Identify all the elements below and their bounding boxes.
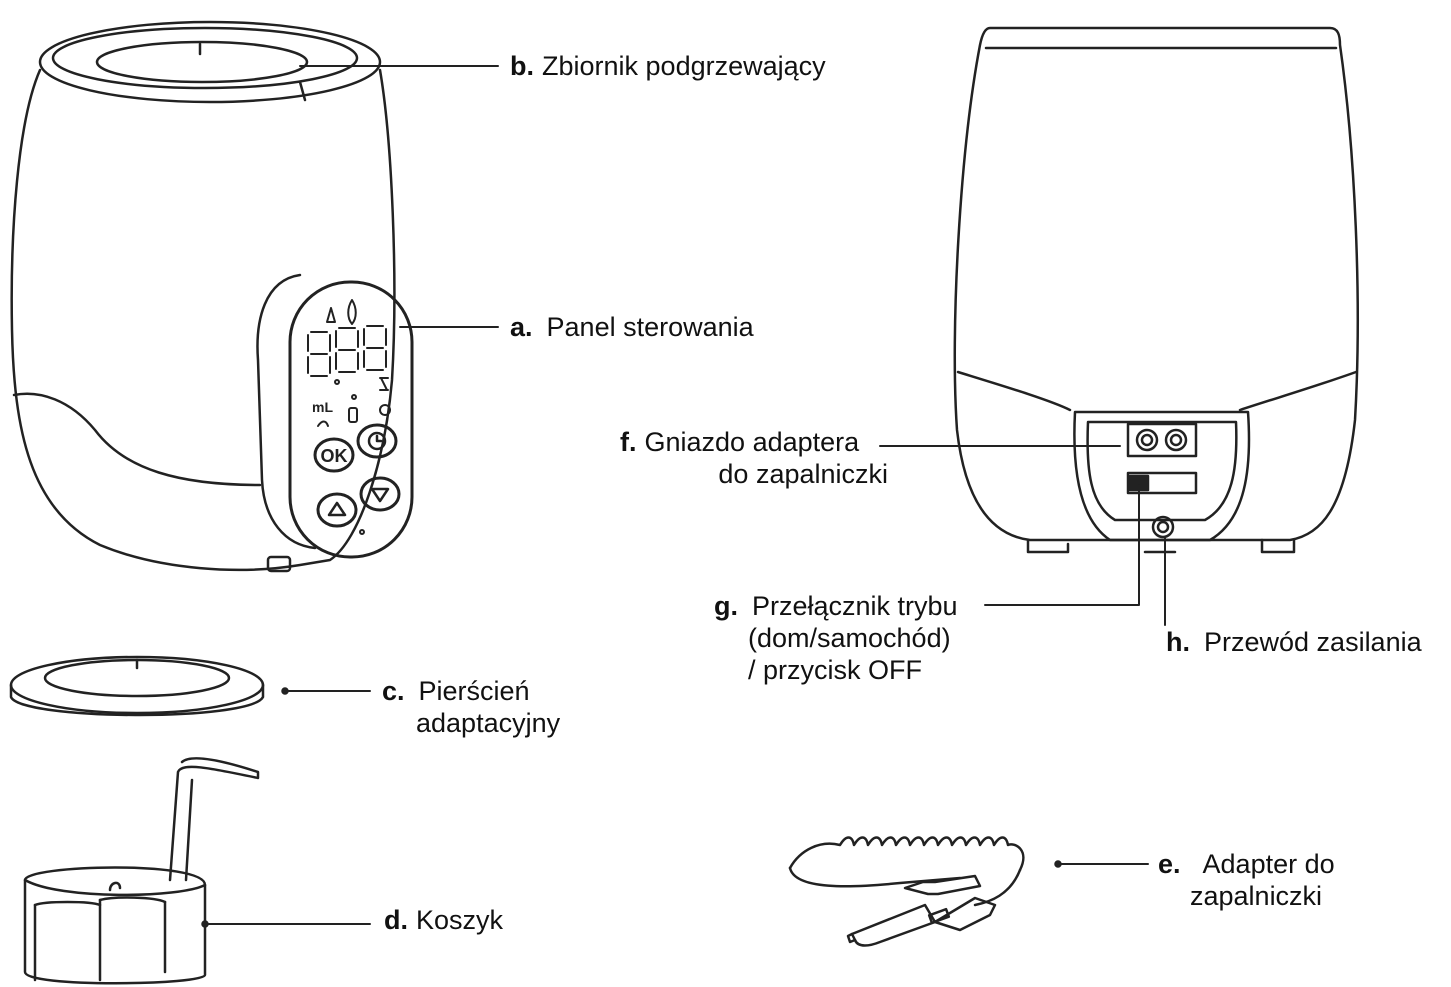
basket-illustration bbox=[23, 757, 260, 985]
label-a-text: Panel sterowania bbox=[546, 312, 754, 342]
label-h-letter: h. bbox=[1166, 627, 1190, 657]
ok-button[interactable]: OK bbox=[313, 437, 355, 473]
label-b-text: Zbiornik podgrzewający bbox=[542, 51, 826, 81]
label-c-line1: Pierścień bbox=[418, 676, 530, 706]
label-f-letter: f. bbox=[620, 427, 637, 457]
adapter-ring-illustration bbox=[9, 655, 265, 717]
warmer-back-illustration bbox=[953, 26, 1359, 554]
label-e-line2: zapalniczki bbox=[1190, 881, 1323, 911]
power-cord-entry bbox=[1151, 515, 1175, 539]
panel-icons: mL bbox=[312, 299, 391, 427]
leader-dot-c bbox=[281, 687, 289, 695]
lighter-adapter-socket bbox=[1126, 422, 1198, 458]
label-c-letter: c. bbox=[382, 676, 405, 706]
label-g: g. Przełącznik trybu (dom/samochód) / prz… bbox=[714, 590, 958, 686]
label-a: a. Panel sterowania bbox=[510, 311, 754, 343]
label-f-line2: do zapalniczki bbox=[718, 459, 888, 489]
bottle-icon bbox=[326, 307, 336, 323]
leader-dot-e bbox=[1054, 860, 1062, 868]
label-c-line2: adaptacyjny bbox=[416, 708, 561, 738]
label-g-line3: / przycisk OFF bbox=[748, 655, 922, 685]
triangle-down-icon bbox=[370, 487, 390, 503]
label-g-line2: (dom/samochód) bbox=[748, 623, 951, 653]
label-e-letter: e. bbox=[1158, 849, 1181, 879]
label-b-letter: b. bbox=[510, 51, 534, 81]
car-adapter-illustration bbox=[788, 836, 1025, 947]
label-f-line1: Gniazdo adaptera bbox=[644, 427, 860, 457]
warmer-front-illustration: mL OK bbox=[10, 20, 414, 573]
down-button[interactable] bbox=[359, 476, 401, 512]
label-d: d. Koszyk bbox=[384, 904, 503, 936]
label-g-line1: Przełącznik trybu bbox=[752, 591, 958, 621]
clock-icon bbox=[367, 431, 387, 451]
seven-segment-display bbox=[307, 325, 387, 377]
leader-dot-d bbox=[201, 920, 209, 928]
triangle-up-icon bbox=[327, 501, 347, 517]
label-e: e. Adapter do zapalniczki bbox=[1158, 848, 1335, 912]
label-b: b. Zbiornik podgrzewający bbox=[510, 50, 826, 82]
label-a-letter: a. bbox=[510, 312, 533, 342]
label-f: f.Gniazdo adaptera do zapalniczki bbox=[620, 426, 888, 490]
label-d-text: Koszyk bbox=[416, 905, 504, 935]
label-c: c. Pierścień adaptacyjny bbox=[382, 675, 560, 739]
ml-unit-label: mL bbox=[312, 399, 333, 415]
leader-line-g bbox=[984, 484, 1140, 606]
label-d-letter: d. bbox=[384, 905, 408, 935]
drop-icon bbox=[347, 299, 357, 325]
label-e-line1: Adapter do bbox=[1202, 849, 1335, 879]
label-h: h. Przewód zasilania bbox=[1166, 626, 1422, 658]
ok-button-label: OK bbox=[321, 446, 348, 466]
label-h-text: Przewód zasilania bbox=[1204, 627, 1422, 657]
up-button[interactable] bbox=[316, 492, 358, 528]
label-g-letter: g. bbox=[714, 591, 738, 621]
timer-button[interactable] bbox=[356, 423, 398, 459]
